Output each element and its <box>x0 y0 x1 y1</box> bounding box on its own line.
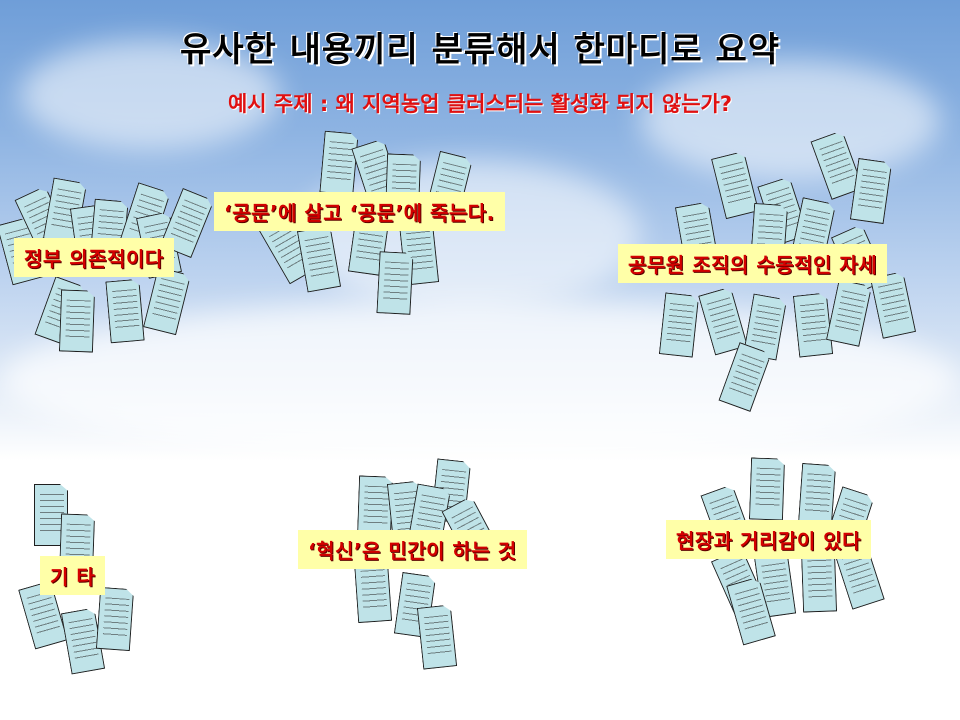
group-label: ‘공문’에 살고 ‘공문’에 죽는다. <box>214 192 505 231</box>
group-label: 정부 의존적이다 <box>14 238 174 277</box>
note-card <box>711 151 759 219</box>
note-card <box>826 279 872 347</box>
cloud <box>20 40 280 150</box>
note-card <box>105 279 144 344</box>
note-card <box>96 587 134 651</box>
note-card <box>749 457 785 520</box>
note-card <box>59 289 95 352</box>
cloud <box>640 60 940 180</box>
group-label: ‘혁신’은 민간이 하는 것 <box>298 530 527 569</box>
group-label: 기 타 <box>40 556 106 595</box>
group-label: 현장과 거리감이 있다 <box>666 520 872 559</box>
note-card <box>659 292 699 357</box>
note-card <box>319 131 358 196</box>
note-card <box>417 604 457 669</box>
note-card <box>793 292 833 357</box>
note-cluster <box>10 480 140 680</box>
slide-subtitle: 예시 주제 : 왜 지역농업 클러스터는 활성화 되지 않는가? <box>227 92 733 116</box>
note-card <box>718 342 771 412</box>
group-label: 공무원 조직의 수동적인 자세 <box>618 244 888 283</box>
note-card <box>376 251 413 315</box>
note-card <box>297 226 341 293</box>
note-card <box>850 158 892 224</box>
note-card <box>798 463 836 527</box>
slide-title: 유사한 내용끼리 분류해서 한마디로 요약 <box>179 30 781 70</box>
